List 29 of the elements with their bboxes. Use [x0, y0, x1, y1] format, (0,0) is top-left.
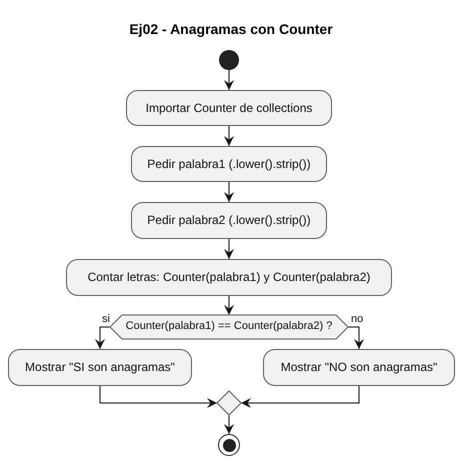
action-box [126, 90, 332, 126]
end-node [218, 434, 240, 456]
arrow [224, 126, 234, 146]
edge-label: si [101, 313, 111, 326]
action-box [263, 349, 455, 386]
arrow [224, 182, 234, 202]
arrow [100, 386, 218, 408]
action-text: Mostrar "NO son anagramas" [280, 360, 438, 375]
action-box [131, 146, 327, 182]
arrow [224, 296, 234, 316]
action-box [8, 349, 192, 386]
arrow [224, 414, 234, 434]
action-text: Pedir palabra1 (.lower().strip()) [147, 156, 311, 172]
action-text: Pedir palabra2 (.lower().strip()) [147, 213, 311, 228]
decision-hexagon [110, 315, 348, 339]
diagram-title: Ej02 - Anagramas con Counter [129, 21, 333, 38]
arrow [240, 386, 360, 408]
action-box [66, 259, 392, 296]
action-text: Contar letras: Counter(palabra1) y Counter(palabra2) [88, 270, 370, 285]
arrow [224, 238, 234, 260]
arrow [348, 326, 364, 350]
action-text: Mostrar "SI son anagramas" [25, 360, 175, 375]
decision-text: Counter(palabra1) == Counter(palabra2) ? [126, 320, 332, 334]
start-node [219, 50, 239, 70]
action-text: Importar Counter de collections [146, 100, 312, 116]
action-box [131, 202, 327, 239]
arrow [224, 70, 234, 90]
merge-diamond [217, 391, 241, 415]
arrow [95, 326, 110, 350]
